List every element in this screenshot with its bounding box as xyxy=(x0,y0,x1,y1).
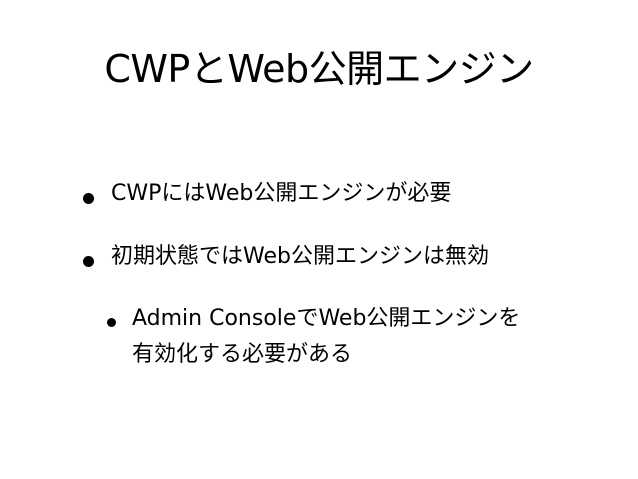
bullet-dot-icon xyxy=(83,256,94,267)
bullet-item-engine-disabled-default: 初期状態ではWeb公開エンジンは無効 xyxy=(111,244,489,269)
bullet-dot-icon xyxy=(83,193,94,204)
sub-bullet-line-1: Admin ConsoleでWeb公開エンジンを xyxy=(132,306,521,331)
slide-title: CWPとWeb公開エンジン xyxy=(104,47,534,91)
bullet-item-cwp-needs-engine: CWPにはWeb公開エンジンが必要 xyxy=(111,181,452,206)
sub-bullet-line-2: 有効化する必要がある xyxy=(132,342,353,367)
sub-bullet-dot-icon xyxy=(107,318,116,327)
